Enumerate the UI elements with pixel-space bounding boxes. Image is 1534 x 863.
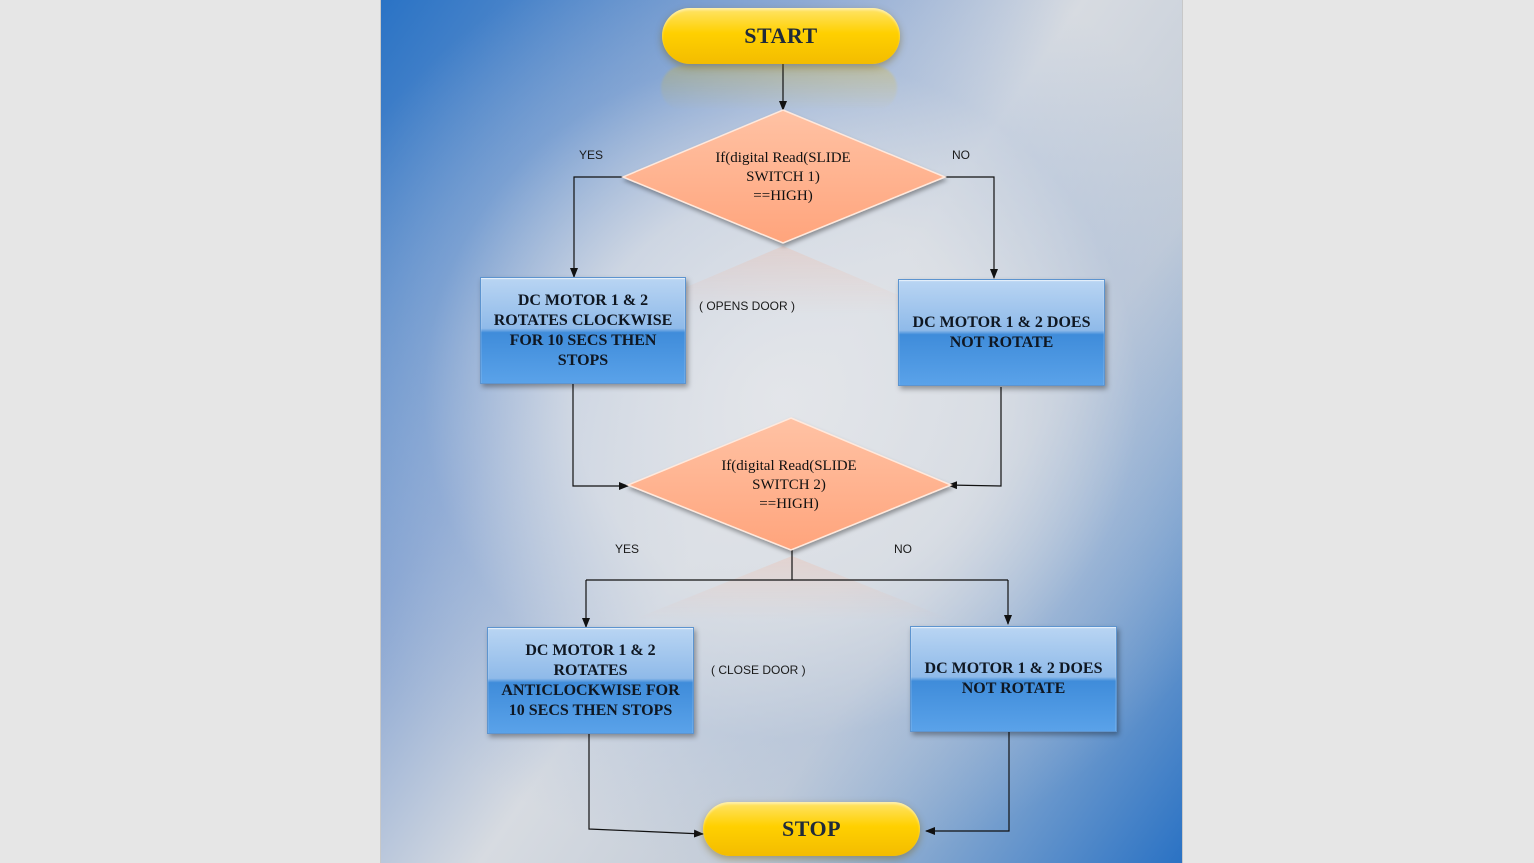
decision-2-line1: If(digital Read(SLIDE (721, 458, 857, 474)
process-no-rotate-2: DC MOTOR 1 & 2 DOES NOT ROTATE (910, 626, 1117, 732)
decision-1-text: If(digital Read(SLIDE SWITCH 1) ==HIGH) (683, 149, 883, 206)
process-open-line1: DC MOTOR 1 & 2 (517, 291, 649, 309)
decision-2-line2: SWITCH 2) (752, 477, 826, 493)
stop-terminal: STOP (703, 802, 920, 856)
decision-2-line3: ==HIGH) (759, 496, 819, 512)
decision-1-line1: If(digital Read(SLIDE (715, 150, 851, 166)
decision-1-no-label: NO (952, 148, 970, 162)
decision-2-no-label: NO (894, 542, 912, 556)
process-rotate-clockwise: DC MOTOR 1 & 2 ROTATES CLOCKWISE FOR 10 … (480, 277, 686, 384)
process-no-rotate-1-line2: NOT ROTATE (949, 333, 1054, 351)
process-close-line1: DC MOTOR 1 & 2 (525, 641, 656, 659)
process-rotate-anticlockwise: DC MOTOR 1 & 2 ROTATES ANTICLOCKWISE FOR… (487, 627, 694, 734)
process-close-line4: 10 SECS THEN STOPS (508, 701, 673, 719)
process-open-line2: ROTATES CLOCKWISE (493, 311, 673, 329)
process-no-rotate-1-line1: DC MOTOR 1 & 2 DOES (912, 313, 1091, 331)
stop-label: STOP (781, 816, 842, 841)
process-no-rotate-2-line2: NOT ROTATE (961, 680, 1066, 697)
process-open-line3: FOR 10 SECS THEN (509, 331, 657, 349)
note-close-door: ( CLOSE DOOR ) (711, 663, 806, 677)
start-label: START (744, 23, 818, 48)
decision-1-line3: ==HIGH) (753, 188, 813, 204)
start-terminal: START (662, 8, 900, 64)
decision-2-text: If(digital Read(SLIDE SWITCH 2) ==HIGH) (689, 457, 889, 514)
process-close-line3: ANTICLOCKWISE FOR (501, 681, 680, 699)
process-no-rotate-2-line1: DC MOTOR 1 & 2 DOES (924, 660, 1103, 677)
decision-shapes (621, 109, 953, 551)
decision-2-diamond (626, 417, 953, 551)
document-page: START If(digital Read(SLIDE SWITCH 1) ==… (380, 0, 1183, 863)
decision-2-yes-label: YES (615, 542, 640, 556)
process-open-line4: STOPS (557, 351, 609, 369)
process-no-rotate-1: DC MOTOR 1 & 2 DOES NOT ROTATE (898, 279, 1105, 386)
decision-1-yes-label: YES (579, 148, 604, 162)
decision-1-diamond (621, 109, 947, 244)
note-opens-door: ( OPENS DOOR ) (699, 299, 796, 313)
decision-reflections (623, 246, 952, 620)
connector-lines (570, 64, 1012, 838)
decision-1-line2: SWITCH 1) (746, 169, 820, 185)
process-close-line2: ROTATES (553, 661, 628, 679)
